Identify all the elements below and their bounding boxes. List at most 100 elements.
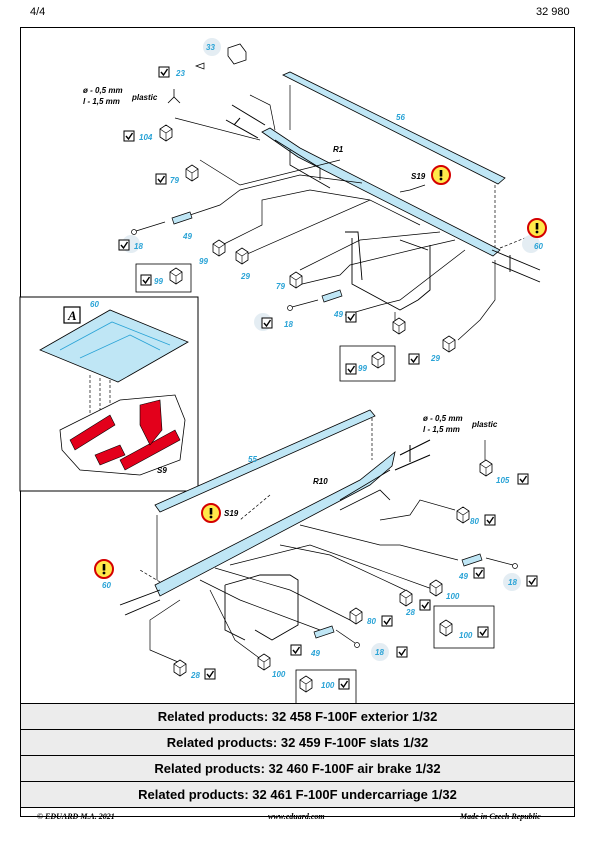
lower-ref-s: S19 xyxy=(224,509,239,518)
upper-rail-label: R1 xyxy=(333,145,344,154)
checkbox[interactable] xyxy=(473,567,485,579)
checkbox[interactable] xyxy=(158,66,170,78)
part-label-49a: 49 xyxy=(458,572,468,581)
part-49a-shape xyxy=(171,211,193,225)
checkbox[interactable] xyxy=(290,644,302,656)
part-label-18a: 18 xyxy=(134,242,143,251)
checkbox[interactable] xyxy=(419,599,431,611)
callout-60-upper xyxy=(522,235,540,253)
part-100-box xyxy=(433,605,495,649)
callout-18b-lower xyxy=(371,643,389,661)
paint-red-area xyxy=(69,414,116,451)
part-80b-shape xyxy=(349,607,363,625)
part-18a-shape xyxy=(131,221,166,235)
upper-spec-material: plastic xyxy=(131,93,158,102)
part-label-79b: 79 xyxy=(276,282,285,291)
part-label-100b: 100 xyxy=(459,631,473,640)
checkbox[interactable] xyxy=(526,575,538,587)
part-79a-shape xyxy=(185,164,199,182)
part-99a-shape xyxy=(212,239,226,257)
part-23-shape xyxy=(195,62,205,70)
part-label-60: 60 xyxy=(102,581,111,590)
inset-ref-label: S9 xyxy=(157,466,167,475)
checkbox[interactable] xyxy=(204,668,216,680)
part-label-49a: 49 xyxy=(182,232,192,241)
page-number: 4/4 xyxy=(30,6,46,18)
part-label-28a: 28 xyxy=(405,608,415,617)
part-49a-lower-shape xyxy=(461,553,483,567)
related-product-1: Related products: 32 458 F-100F exterior… xyxy=(20,703,575,730)
checkbox[interactable] xyxy=(261,317,273,329)
part-label-33: 33 xyxy=(206,43,215,52)
part-99b-shape xyxy=(392,317,406,335)
warning-icon xyxy=(201,503,221,523)
strip-56 xyxy=(282,71,506,185)
part-label-18a: 18 xyxy=(508,578,517,587)
checkbox[interactable] xyxy=(118,239,130,251)
part-label-99b: 99 xyxy=(358,364,367,373)
lower-strip-label: 55 xyxy=(248,455,257,464)
part-label-80b: 80 xyxy=(367,617,376,626)
lower-assembly: ø - 0,5 mm l - 1,5 mm plastic 55 R10 S19… xyxy=(94,409,538,705)
product-code: 32 980 xyxy=(536,6,570,18)
checkbox[interactable] xyxy=(338,678,350,690)
part-label-100a: 100 xyxy=(446,592,460,601)
part-29b-shape xyxy=(442,335,456,353)
part-49b-lower-shape xyxy=(313,625,335,639)
footer-origin: Made in Czech Republic xyxy=(460,812,541,821)
checkbox[interactable] xyxy=(484,514,496,526)
part-79b-shape xyxy=(289,271,303,289)
part-100a-shape xyxy=(429,579,443,597)
part-18b-shape xyxy=(287,299,319,311)
checkbox[interactable] xyxy=(517,473,529,485)
paint-red-area xyxy=(139,399,163,446)
footer-url[interactable]: www.eduard.com xyxy=(268,812,325,821)
checkbox[interactable] xyxy=(155,173,167,185)
upper-spec-line2: l - 1,5 mm xyxy=(83,97,120,106)
part-label-100c: 100 xyxy=(272,670,286,679)
lower-rail-label: R10 xyxy=(313,477,328,486)
inset-letter: A xyxy=(67,308,77,323)
part-49b-shape xyxy=(321,289,343,303)
part-label-105: 105 xyxy=(496,476,510,485)
part-18b-lower-shape xyxy=(335,629,360,648)
checkbox[interactable] xyxy=(123,130,135,142)
part-label-28b: 28 xyxy=(190,671,200,680)
related-product-2: Related products: 32 459 F-100F slats 1/… xyxy=(20,729,575,756)
part-label-18b: 18 xyxy=(375,648,384,657)
footer-copyright: © EDUARD M.A. 2021 xyxy=(37,812,115,821)
part-28a-shape xyxy=(399,589,413,607)
part-28b-shape xyxy=(173,659,187,677)
warning-icon xyxy=(431,165,451,185)
part-label-99-side: 99 xyxy=(199,257,208,266)
callout-18-lower xyxy=(503,573,521,591)
rail-r1 xyxy=(261,127,501,257)
inset-part-label: 60 xyxy=(90,300,99,309)
checkbox[interactable] xyxy=(477,626,489,638)
part-18a-lower-shape xyxy=(485,557,518,569)
lower-spec-line1: ø - 0,5 mm xyxy=(423,414,463,423)
lower-spec-material: plastic xyxy=(471,420,498,429)
detail-inset-a: A 60 S9 xyxy=(19,296,199,492)
warning-icon xyxy=(94,559,114,579)
checkbox[interactable] xyxy=(396,646,408,658)
warning-icon xyxy=(527,218,547,238)
related-product-4: Related products: 32 461 F-100F undercar… xyxy=(20,781,575,808)
part-80a-shape xyxy=(456,506,470,524)
paint-red-area xyxy=(119,429,181,471)
part-105-shape xyxy=(479,459,493,477)
part-label-80a: 80 xyxy=(470,517,479,526)
part-99-box xyxy=(135,263,192,293)
strip-55 xyxy=(154,409,376,513)
checkbox[interactable] xyxy=(345,363,357,375)
checkbox[interactable] xyxy=(381,615,393,627)
upper-strip-label: 56 xyxy=(396,113,405,122)
paint-red-area xyxy=(94,444,126,466)
checkbox[interactable] xyxy=(140,274,152,286)
checkbox[interactable] xyxy=(345,311,357,323)
lower-spec-line2: l - 1,5 mm xyxy=(423,425,460,434)
upper-spec-line1: ø - 0,5 mm xyxy=(83,86,123,95)
part-label-29a: 29 xyxy=(240,272,250,281)
checkbox[interactable] xyxy=(408,353,420,365)
upper-assembly: ø - 0,5 mm l - 1,5 mm plastic 56 R1 S19 … xyxy=(83,38,547,382)
